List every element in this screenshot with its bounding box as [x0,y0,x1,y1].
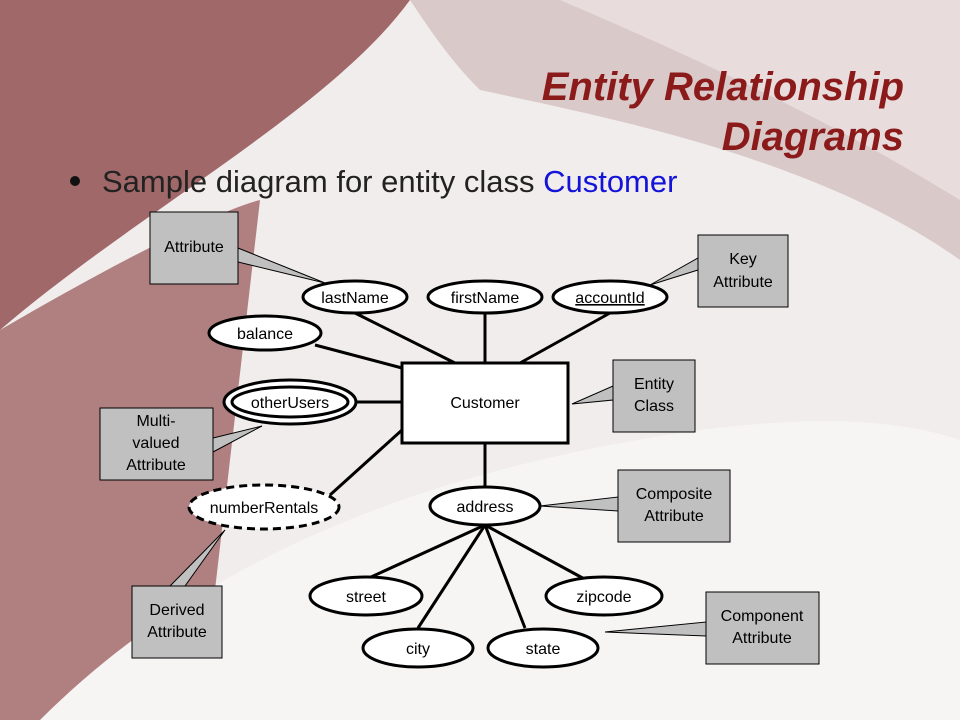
callout-attribute-line-1: Attribute [164,239,224,256]
attr-state-ellipse [486,627,600,669]
attr-city-label: city [406,641,430,658]
attr-otherusers-inner-ellipse [230,385,350,419]
attr-zipcode-label: zipcode [576,589,631,606]
pointer-component [604,621,707,637]
connector-state [483,524,527,629]
attr-accountid-ellipse [551,279,669,315]
attr-street-label: street [346,589,387,606]
entity-customer-box [400,361,570,445]
pointer-attribute [237,247,326,284]
callout-derived-line-2: Attribute [147,624,207,641]
attr-street-ellipse [308,575,424,617]
attr-otherusers-label: otherUsers [251,395,329,412]
callout-multivalued-attribute [99,407,214,481]
pointer-key [649,257,699,286]
connector-lastname [354,311,456,365]
pointer-entity-class [571,385,614,405]
attr-city-ellipse [361,627,475,669]
slide-title-line-2: Diagrams [721,115,904,159]
callout-entity-class [612,359,696,433]
attr-lastname-ellipse [301,279,409,315]
attr-firstname-label: firstName [451,290,520,307]
pointer-derived [168,529,226,587]
callout-multivalued-line-2: valued [132,435,179,452]
callout-derived-line-1: Derived [149,602,204,619]
connector-street [359,523,486,584]
callout-boxes [99,211,820,665]
connector-lines [314,311,611,629]
bullet-accent-text: Customer [543,164,678,199]
callout-key-line-1: Key [729,251,757,268]
callout-key-attribute [697,234,789,308]
callout-key-line-2: Attribute [713,274,773,291]
attr-balance-ellipse [207,314,323,352]
pointer-multivalued [212,425,263,453]
attr-state-label: state [526,641,561,658]
callout-component-line-1: Component [721,608,804,625]
callout-composite-line-2: Attribute [644,508,704,525]
attr-balance-label: balance [237,326,293,343]
connector-city [416,524,487,629]
callout-multivalued-line-3: Attribute [126,457,186,474]
attribute-ellipses [187,279,669,669]
callout-entity-class-line-1: Entity [634,376,674,393]
callout-entity-class-line-2: Class [634,398,674,415]
attr-numberrentals-ellipse [187,483,341,531]
entity-customer-label: Customer [450,395,520,412]
bullet-item: Sample diagram for entity class Customer [70,162,677,202]
callout-derived-attribute [131,585,223,659]
connector-balance [314,343,403,370]
connector-numberrentals [328,428,404,497]
attr-address-ellipse [428,485,542,527]
attr-zipcode-ellipse [544,575,664,617]
attribute-labels: lastName firstName accountId balance oth… [210,290,645,658]
callout-composite-attribute [617,469,731,543]
connector-accountid [519,311,611,365]
attr-address-label: address [457,499,514,516]
callout-labels: Attribute Key Attribute Entity Class Mul… [126,239,804,647]
callout-multivalued-line-1: Multi- [136,413,175,430]
callout-component-line-2: Attribute [732,630,792,647]
bullet-dot-icon [70,175,80,186]
slide-title-line-1: Entity Relationship [541,65,904,109]
pointer-composite [539,496,619,512]
callout-pointers [168,247,707,637]
attr-firstname-ellipse [426,279,544,315]
callout-component-attribute [705,591,820,665]
attr-accountid-label: accountId [575,290,644,307]
connector-zipcode [484,523,591,584]
callout-composite-line-1: Composite [636,486,713,503]
attr-lastname-label: lastName [321,290,389,307]
attr-numberrentals-label: numberRentals [210,500,319,517]
bullet-text: Sample diagram for entity class [102,164,544,199]
callout-attribute [149,211,239,285]
